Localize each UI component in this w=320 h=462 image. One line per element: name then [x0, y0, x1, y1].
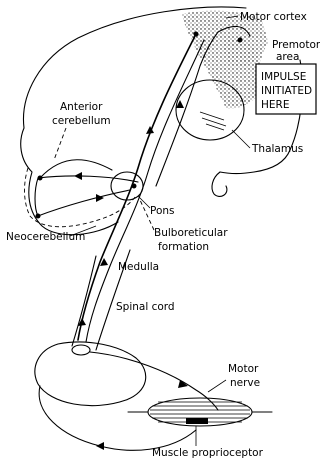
thalamus-hatch [200, 112, 226, 130]
bulboreticular-label-2: formation [158, 241, 209, 253]
impulse-label-2: INITIATED [261, 85, 312, 97]
arrow-return [96, 442, 104, 450]
bulboreticular-label-1: Bulboreticular [154, 227, 228, 239]
arrow-right-1 [96, 194, 104, 202]
anterior-cerebellum-label-2: cerebellum [52, 115, 111, 127]
muscle-proprioceptor-shape [186, 418, 208, 424]
spinal-cord-label: Spinal cord [116, 301, 175, 313]
node-cerebellum-top [38, 176, 43, 181]
neocerebellum-label: Neocerebellum [6, 231, 85, 243]
leader-pons [138, 196, 150, 208]
motor-nerve-label-1: Motor [228, 363, 259, 375]
pons-label: Pons [150, 205, 175, 217]
corticospinal-tract [78, 34, 196, 340]
medulla-label: Medulla [118, 261, 159, 273]
thalamus-shape [176, 80, 244, 140]
anterior-cerebellum-label-1: Anterior [60, 101, 103, 113]
motor-cortex-label: Motor cortex [240, 11, 307, 23]
brainstem-curl [212, 172, 227, 196]
corticospinal-tract-2 [86, 40, 204, 342]
premotor-label-2: area [276, 51, 299, 63]
leader-anterior-cerebellum [54, 128, 66, 160]
muscle-proprioceptor-label: Muscle proprioceptor [152, 447, 264, 459]
motor-nerve-path [90, 352, 218, 410]
thalamus-label: Thalamus [251, 143, 303, 155]
spinal-cord-left [72, 256, 96, 346]
spinal-gray-matter [72, 345, 90, 355]
impulse-label-3: HERE [261, 99, 289, 111]
node-cortex [194, 32, 199, 37]
node-cerebellum-bottom [36, 214, 41, 219]
node-premotor [238, 38, 243, 43]
node-pons [132, 184, 137, 189]
impulse-label-1: IMPULSE [261, 71, 306, 83]
leader-motor-nerve [208, 380, 226, 392]
leader-thalamus [232, 130, 250, 148]
motor-nerve-label-2: nerve [230, 377, 260, 389]
premotor-label-1: Premotor [272, 39, 320, 51]
arrow-left-1 [74, 172, 82, 180]
